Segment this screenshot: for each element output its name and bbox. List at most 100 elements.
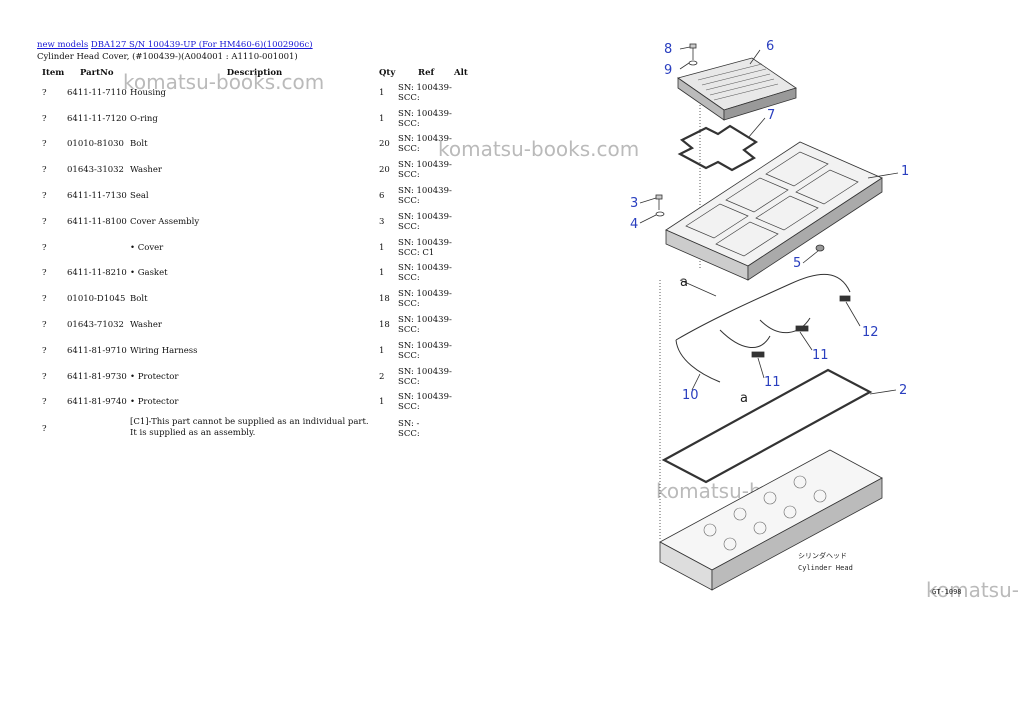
ref-cell: SN: 100439-SCC: (398, 209, 454, 235)
description-cell: Bolt (130, 294, 148, 305)
alt-cell (454, 183, 476, 209)
partno-cell: 6411-81-9740 (67, 397, 127, 408)
alt-cell (454, 261, 476, 287)
description-cell: • Protector (130, 371, 179, 382)
ref-cell: SN: 100439-SCC: (398, 286, 454, 312)
ref-scc: SCC: (398, 196, 420, 207)
ref-scc: SCC: (398, 273, 420, 284)
view-mark-a: a (740, 391, 748, 406)
header-alt: Alt (454, 68, 468, 78)
qty-cell: 18 (379, 320, 390, 331)
item-cell: ? (42, 345, 47, 356)
item-cell: ? (42, 139, 47, 150)
ref-sn: SN: - (398, 419, 420, 430)
callout-3: 3 (630, 196, 638, 211)
description-cell: Housing (130, 87, 167, 98)
ref-cell: SN: 100439-SCC: (398, 261, 454, 287)
cylinder-head-ref (659, 449, 883, 591)
qty-cell: 1 (379, 242, 385, 253)
description-cell: • Gasket (130, 268, 168, 279)
protector-11-part (751, 351, 765, 358)
breadcrumb-link-new-models[interactable]: new models (37, 40, 89, 50)
description-cell: Washer (130, 165, 162, 176)
alt-cell (454, 312, 476, 338)
ref-sn: SN: 100439- (398, 237, 452, 248)
breadcrumb-link-model[interactable]: DBA127 S/N 100439-UP (For HM460-6)(10029… (90, 40, 313, 50)
ref-cell: SN: 100439-SCC: (398, 338, 454, 364)
alt-cell (454, 132, 476, 158)
alt-cell (454, 338, 476, 364)
ref-scc: SCC: (398, 92, 420, 103)
qty-cell: 1 (379, 268, 385, 279)
bolt-8-part (689, 43, 697, 60)
ref-sn: SN: 100439- (398, 263, 452, 274)
ref-cell: SN: 100439-SCC: (398, 390, 454, 416)
qty-cell: 1 (379, 345, 385, 356)
head-label-jp: シリンダヘッド (798, 551, 847, 560)
callout-1: 1 (901, 164, 909, 179)
item-cell: ? (42, 320, 47, 331)
ref-scc: SCC: (398, 325, 420, 336)
ref-scc: SCC: (398, 118, 420, 129)
bolt-3-part (655, 194, 663, 210)
alt-cell (454, 286, 476, 312)
housing-top-part (677, 57, 797, 121)
qty-cell: 1 (379, 113, 385, 124)
qty-cell: 3 (379, 216, 385, 227)
ref-cell: SN: 100439-SCC: (398, 80, 454, 106)
parts-table-header: Item PartNo Description Qty Ref Alt (36, 66, 476, 80)
protector-12-part (839, 295, 851, 302)
ref-cell: SN: 100439-SCC: (398, 183, 454, 209)
ref-sn: SN: 100439- (398, 366, 452, 377)
qty-cell: 20 (379, 165, 390, 176)
qty-cell: 1 (379, 397, 385, 408)
o-ring-part (677, 124, 759, 172)
qty-cell: 1 (379, 87, 385, 98)
header-ref: Ref (418, 68, 435, 78)
description-cell: • Cover (130, 242, 164, 253)
callout-7: 7 (767, 108, 775, 123)
ref-cell: SN: 100439-SCC: C1 (398, 235, 454, 261)
ref-scc: SCC: (398, 402, 420, 413)
ref-sn: SN: 100439- (398, 134, 452, 145)
wiring-harness-part (675, 273, 851, 383)
callout-4: 4 (630, 217, 638, 232)
header-partno: PartNo (80, 68, 114, 78)
note-row: ?[C1]-This part cannot be supplied as an… (36, 415, 476, 443)
partno-cell: 6411-81-9730 (67, 371, 127, 382)
qty-cell: 2 (379, 371, 385, 382)
description-cell: • Protector (130, 397, 179, 408)
alt-cell (454, 157, 476, 183)
item-cell: ? (42, 294, 47, 305)
header-qty: Qty (379, 68, 396, 78)
view-mark-a: a (680, 275, 688, 290)
item-cell: ? (42, 268, 47, 279)
item-cell: ? (42, 216, 47, 227)
partno-cell: 6411-81-9710 (67, 345, 127, 356)
note-line-2: It is supplied as an assembly. (130, 428, 256, 439)
partno-cell: 6411-11-8210 (67, 268, 127, 279)
ref-sn: SN: 100439- (398, 315, 452, 326)
callout-11: 11 (764, 375, 781, 390)
ref-scc: SCC: (398, 144, 420, 155)
callout-5: 5 (793, 256, 801, 271)
item-cell: ? (42, 191, 47, 202)
head-label-en: Cylinder Head (798, 564, 853, 572)
item-cell: ? (42, 113, 47, 124)
item-cell: ? (42, 371, 47, 382)
seal-5-part (815, 244, 825, 252)
description-cell: Seal (130, 191, 149, 202)
alt-cell (454, 390, 476, 416)
ref-sn: SN: 100439- (398, 82, 452, 93)
qty-cell: 20 (379, 139, 390, 150)
description-cell: Washer (130, 320, 162, 331)
note-cell: [C1]-This part cannot be supplied as an … (130, 415, 379, 443)
